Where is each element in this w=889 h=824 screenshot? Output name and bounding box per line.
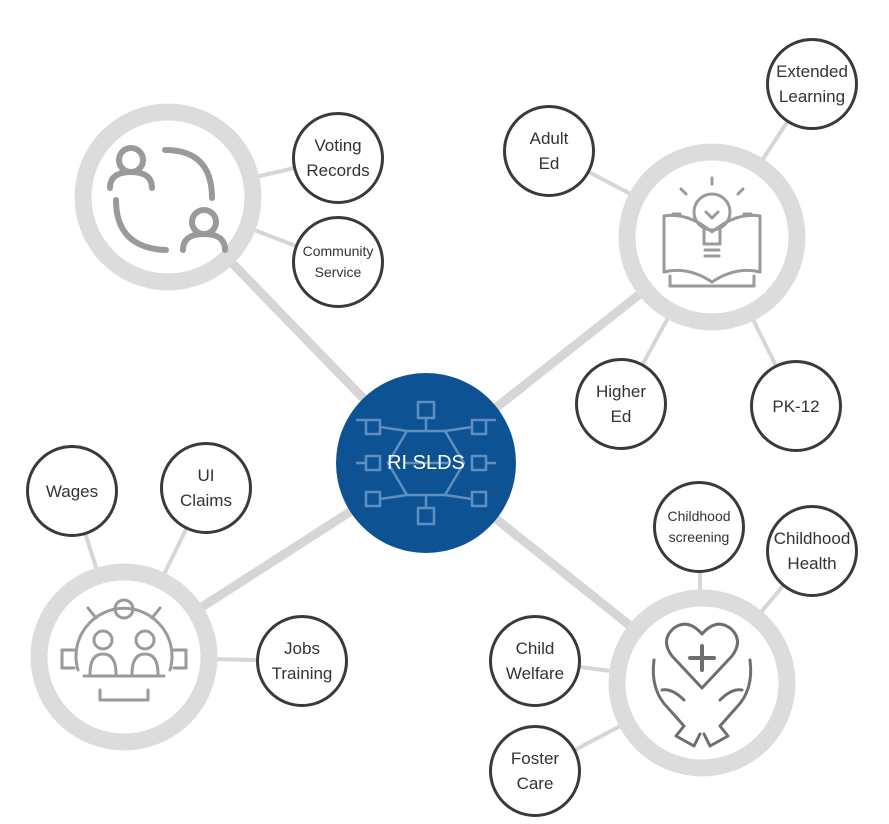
node-childhood-screening: Childhood screening xyxy=(653,481,745,573)
node-label: Jobs Training xyxy=(271,639,333,683)
node-label: Higher Ed xyxy=(595,382,647,426)
center-hub xyxy=(336,373,516,553)
lightbulb-book-icon xyxy=(662,176,762,288)
hub-labor xyxy=(30,563,218,751)
node-label: Child Welfare xyxy=(505,639,565,683)
node-label: Extended Learning xyxy=(776,62,848,106)
node-childhood-health: Childhood Health xyxy=(766,505,858,597)
node-jobs-training: Jobs Training xyxy=(256,615,348,707)
node-label: Community Service xyxy=(302,243,374,280)
hub-civic xyxy=(74,103,262,291)
node-voting-records: Voting Records xyxy=(292,112,384,204)
hub-education xyxy=(618,143,806,331)
node-label: Childhood screening xyxy=(667,508,731,545)
hub-health xyxy=(608,589,796,777)
node-higher-ed: Higher Ed xyxy=(575,358,667,450)
node-ui-claims: UI Claims xyxy=(160,442,252,534)
node-label: Adult Ed xyxy=(529,129,569,173)
node-wages: Wages xyxy=(26,445,118,537)
node-pk-12: PK-12 xyxy=(750,360,842,452)
node-foster-care: Foster Care xyxy=(489,725,581,817)
node-label: UI Claims xyxy=(180,466,232,510)
node-child-welfare: Child Welfare xyxy=(489,615,581,707)
node-label: Voting Records xyxy=(306,136,370,180)
node-adult-ed: Adult Ed xyxy=(503,105,595,197)
node-label: Childhood Health xyxy=(773,529,851,573)
team-gear-icon xyxy=(60,598,188,702)
node-label: Foster Care xyxy=(510,749,560,793)
node-extended-learning: Extended Learning xyxy=(766,38,858,130)
node-label: Wages xyxy=(45,481,99,501)
node-community-service: Community Service xyxy=(292,216,384,308)
hands-heart-icon xyxy=(651,622,753,748)
network-hub-icon xyxy=(356,400,496,526)
node-label: PK-12 xyxy=(772,396,820,416)
people-cycle-icon xyxy=(107,145,228,253)
